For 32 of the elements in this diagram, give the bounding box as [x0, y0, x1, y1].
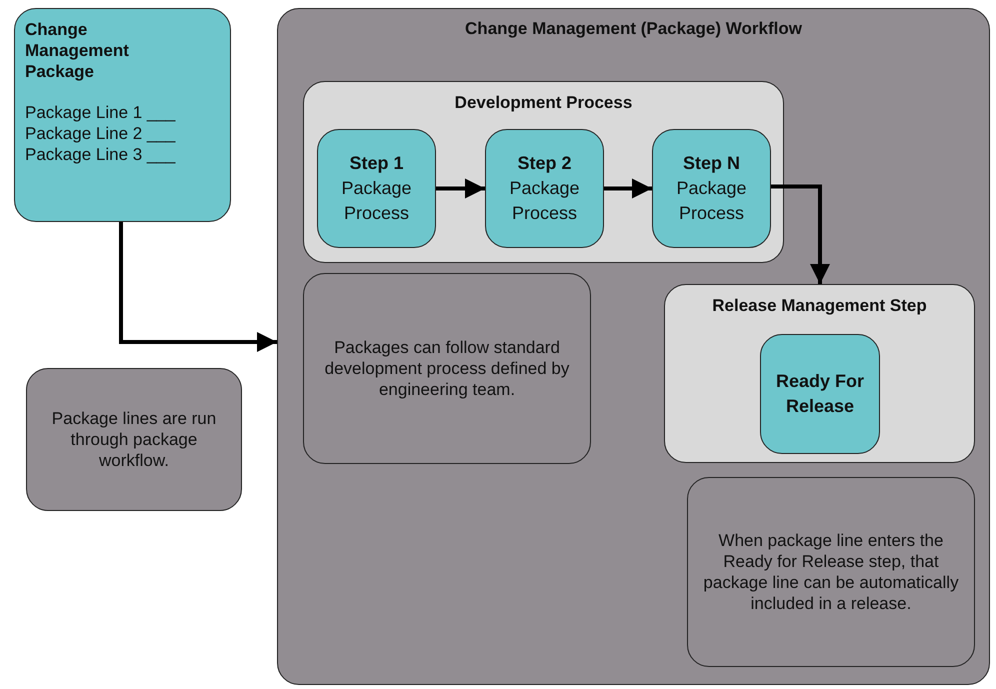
group-title: Development Process	[454, 92, 634, 113]
note-text: Package lines are run through package workflow.	[50, 408, 218, 471]
note-box	[26, 368, 242, 511]
arrow	[119, 222, 277, 352]
process-step-box	[485, 129, 604, 248]
group-title: Change Management (Package) Workflow	[464, 18, 803, 39]
step-description: Package Process	[340, 177, 413, 225]
process-step-box	[652, 129, 771, 248]
process-step-box	[760, 334, 880, 454]
step-title: Ready For Release	[775, 370, 865, 418]
group-container	[303, 81, 784, 263]
box-title: Change Management Package	[25, 19, 130, 82]
note-text: Packages can follow standard development process defined by engineering team.	[324, 337, 570, 400]
package-line-text: Package Line 3 ___	[25, 144, 176, 165]
note-box	[303, 273, 591, 464]
step-description: Package Process	[675, 177, 748, 225]
step-title: Step N	[682, 152, 740, 175]
group-container	[277, 8, 990, 685]
note-text: When package line enters the Ready for Release step, that package line can be automatically included in a release.	[702, 530, 960, 614]
group-container	[664, 284, 975, 463]
arrow	[604, 178, 652, 198]
group-title: Release Management Step	[711, 295, 928, 316]
arrow	[436, 178, 485, 198]
note-box	[687, 477, 975, 667]
package-line-text: Package Line 1 ___	[25, 102, 176, 123]
package-line-text: Package Line 2 ___	[25, 123, 176, 144]
step-title: Step 2	[517, 152, 572, 175]
process-step-box	[317, 129, 436, 248]
step-title: Step 1	[349, 152, 404, 175]
arrow	[771, 184, 830, 284]
step-description: Package Process	[508, 177, 581, 225]
package-box	[14, 8, 231, 222]
